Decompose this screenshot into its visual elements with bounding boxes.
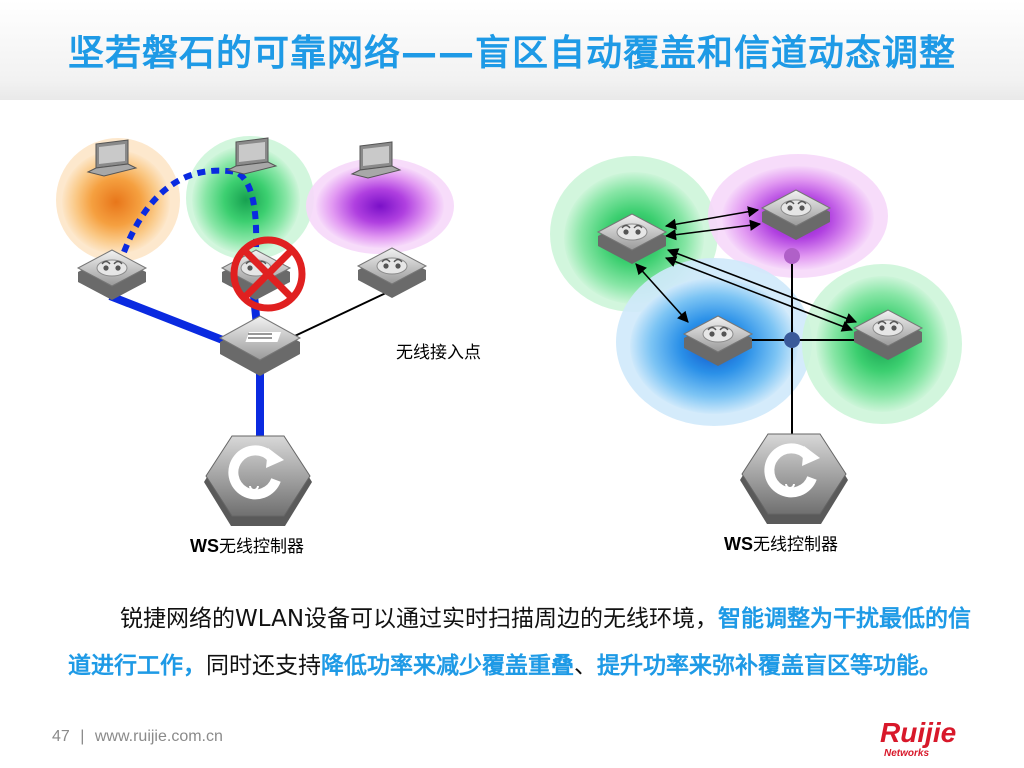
footer: 47 | www.ruijie.com.cn bbox=[52, 728, 223, 746]
ws-controller-label-right: WS无线控制器 bbox=[724, 530, 838, 555]
ws-controller-label-left: WS无线控制器 bbox=[190, 532, 304, 557]
desc-part: 同时还支持 bbox=[206, 653, 321, 679]
wire-node bbox=[784, 332, 800, 348]
link-ap3-switch bbox=[281, 291, 389, 343]
controller-icon bbox=[740, 434, 848, 524]
fault-x-icon bbox=[230, 236, 306, 312]
desc-highlight: 提升功率来弥补覆盖盲区等功能。 bbox=[597, 653, 942, 679]
ws-text: 无线控制器 bbox=[753, 535, 838, 555]
desc-highlight: 智能调整为干扰最低的信道进行工作， bbox=[68, 606, 972, 679]
arrow-ap-tl-ap-tr-2 bbox=[664, 219, 762, 241]
slide-title: 坚若磐石的可靠网络——盲区自动覆盖和信道动态调整 bbox=[68, 33, 957, 74]
ruijie-logo: Ruijie Networks bbox=[880, 717, 956, 759]
page-number: 47 bbox=[52, 728, 70, 745]
link-ap1-switch bbox=[108, 292, 240, 350]
ap-label: 无线接入点 bbox=[396, 343, 481, 363]
coverage-purple-left bbox=[316, 164, 444, 248]
ws-prefix: WS bbox=[724, 534, 753, 554]
footer-url: www.ruijie.com.cn bbox=[94, 728, 223, 745]
footer-separator: | bbox=[80, 728, 85, 745]
network-diagram bbox=[56, 136, 962, 580]
ws-text: 无线控制器 bbox=[219, 537, 304, 557]
arrow-ap-tl-ap-br-2 bbox=[664, 256, 854, 332]
wireless-path-dotted bbox=[121, 167, 260, 254]
access-point-icon bbox=[357, 247, 427, 299]
desc-highlight: 降低功率来减少覆盖重叠 bbox=[321, 653, 574, 679]
logo-text: Ruijie bbox=[880, 717, 956, 748]
title-bar: 坚若磐石的可靠网络——盲区自动覆盖和信道动态调整 bbox=[0, 0, 1024, 100]
controller-icon bbox=[204, 436, 312, 526]
switch-icon bbox=[218, 315, 302, 376]
coverage-orange bbox=[62, 150, 170, 254]
wire-node bbox=[784, 248, 800, 264]
logo-subtext: Networks bbox=[884, 748, 929, 759]
ws-prefix: WS bbox=[190, 536, 219, 556]
desc-part: 、 bbox=[574, 653, 597, 679]
desc-part: 锐捷网络的WLAN设备可以通过实时扫描周边的无线环境， bbox=[120, 606, 719, 632]
description: 锐捷网络的WLAN设备可以通过实时扫描周边的无线环境，智能调整为干扰最低的信道进… bbox=[68, 596, 978, 690]
